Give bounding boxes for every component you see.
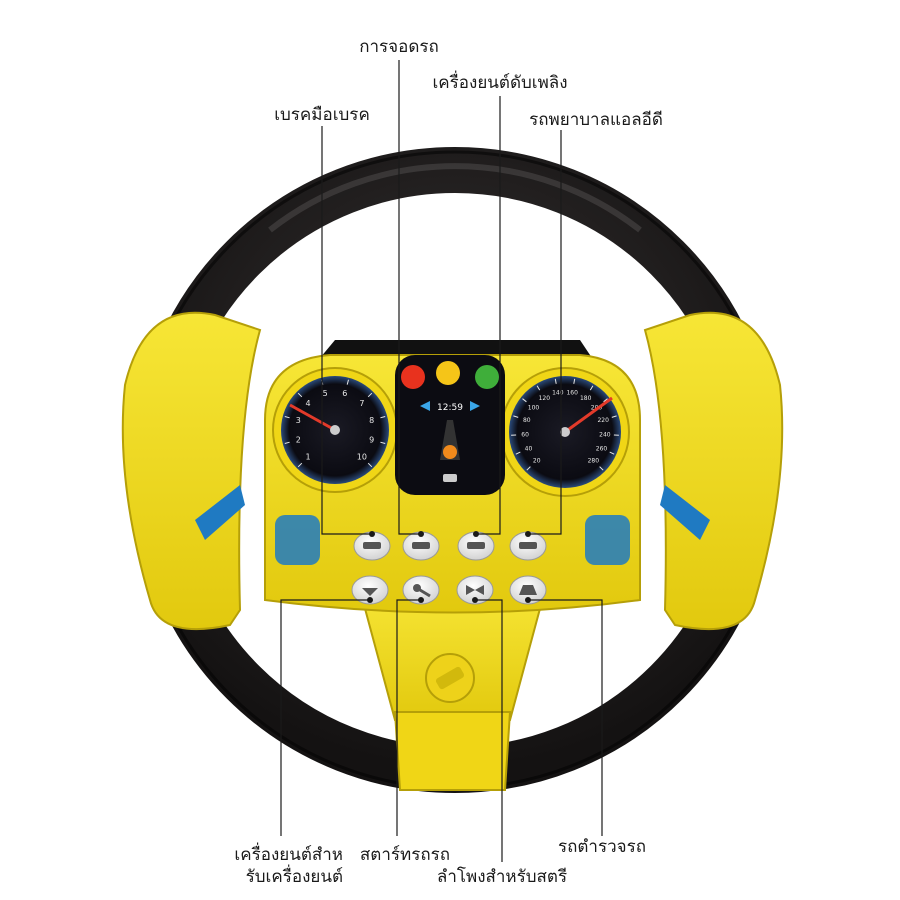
label-parking: การจอดรถ	[359, 37, 439, 57]
gauge-tick-mark	[609, 451, 615, 455]
gauge-tick-label: 8	[369, 416, 374, 425]
button-row-bottom	[351, 575, 547, 605]
gauge-tick-mark	[515, 451, 521, 455]
right-gauge: 20406080100120140160180200220240260280	[500, 367, 630, 497]
gauge-tick-mark	[573, 378, 576, 384]
callout-dots	[367, 531, 531, 603]
gauge-tick-label: 5	[323, 389, 328, 398]
dashboard-clock: 12:59	[437, 403, 463, 413]
engine-icon	[362, 588, 378, 596]
lower-stem	[358, 589, 547, 791]
gauge-tick-label: 160	[566, 390, 578, 397]
gauge-tick-label: 40	[525, 445, 533, 452]
car-icon	[363, 542, 381, 549]
gauge-tick-mark	[611, 415, 617, 418]
gauge-tick-label: 6	[342, 389, 347, 398]
gauge-tick-label: 80	[523, 417, 531, 424]
gauge-tick-label: 260	[596, 445, 608, 452]
gauge-tick-mark	[284, 441, 290, 444]
label-start-car: สตาร์ทรถรถ	[359, 845, 451, 865]
fire-truck-icon	[467, 542, 485, 549]
gauge-tick-mark	[367, 392, 373, 398]
right-grip	[643, 311, 784, 631]
start-car-button[interactable]	[402, 575, 440, 605]
red-light-icon	[401, 365, 425, 389]
gauge-tick-label: 4	[306, 399, 311, 408]
gauge-tick-label: 7	[359, 399, 364, 408]
police-car-icon	[519, 585, 537, 595]
gauge-tick-mark	[380, 416, 386, 419]
ambulance-icon	[519, 542, 537, 549]
label-engine-start-line2: รับเครื่องยนต์	[245, 867, 343, 887]
car-icon	[412, 542, 430, 549]
gauge-tick-mark	[297, 462, 303, 468]
gauge-tick-label: 1	[306, 453, 311, 462]
gauge-tick-mark	[599, 466, 604, 471]
gauge-tick-label: 10	[357, 453, 367, 462]
label-fire-truck: เครื่องยนต์ดับเพลิง	[432, 73, 568, 93]
right-turn-icon	[470, 401, 480, 411]
gauge-tick-mark	[284, 416, 290, 419]
gauge-tick-mark	[297, 392, 303, 398]
car-icon	[443, 474, 457, 482]
gauge-tick-mark	[513, 415, 519, 418]
gauge-tick-mark	[522, 398, 527, 403]
gauge-tick-mark	[526, 466, 531, 471]
police-car-button[interactable]	[509, 575, 547, 605]
label-ambulance: รถพยาบาลแอลอีดี	[529, 110, 663, 130]
speaker-button[interactable]	[456, 575, 494, 605]
engine-start-button[interactable]	[351, 575, 389, 605]
gauge-tick-label: 240	[599, 431, 611, 438]
orange-indicator-icon	[443, 445, 457, 459]
gauge-tick-label: 20	[533, 457, 541, 464]
gauge-tick-label: 180	[580, 395, 592, 402]
label-hand-brake: เบรคมือเบรค	[274, 105, 370, 125]
gauge-tick-label: 2	[296, 436, 301, 445]
gauge-tick-mark	[589, 385, 594, 391]
fire-truck-button[interactable]	[457, 531, 495, 561]
gauge-tick-label: 140	[552, 390, 564, 397]
gauge-tick-mark	[380, 441, 386, 444]
label-engine-start: เครื่องยนต์สำห รับเครื่องยนต์	[234, 844, 343, 888]
button-row-top	[353, 531, 547, 561]
left-turn-icon	[420, 401, 430, 411]
horn-icon	[466, 585, 484, 595]
left-arrow-icon	[195, 485, 245, 540]
gauge-tick-mark	[603, 398, 608, 403]
gauge-tick-mark	[536, 385, 541, 391]
gauge-tick-mark	[554, 378, 557, 384]
green-light-icon	[475, 365, 499, 389]
yellow-light-icon	[436, 361, 460, 385]
gauge-tick-label: 220	[597, 417, 609, 424]
gauge-tick-label: 100	[528, 404, 540, 411]
gauge-tick-label: 9	[369, 436, 374, 445]
gauge-tick-label: 120	[539, 395, 551, 402]
callout-lines	[280, 60, 603, 862]
gauge-tick-mark	[367, 462, 373, 468]
gauge-tick-mark	[346, 379, 349, 385]
label-police-car: รถตำรวจรถ	[557, 837, 647, 857]
gauge-tick-label: 60	[521, 431, 529, 438]
right-arrow-icon	[660, 485, 710, 540]
gauge-tick-label: 3	[296, 416, 301, 425]
label-speaker: ลำโพงสำหรับสตรี	[436, 867, 568, 887]
center-display: 12:59	[395, 355, 505, 495]
left-grip	[121, 311, 262, 631]
gauge-tick-label: 280	[588, 457, 600, 464]
key-icon	[413, 584, 421, 592]
label-engine-start-line1: เครื่องยนต์สำห	[234, 845, 343, 865]
